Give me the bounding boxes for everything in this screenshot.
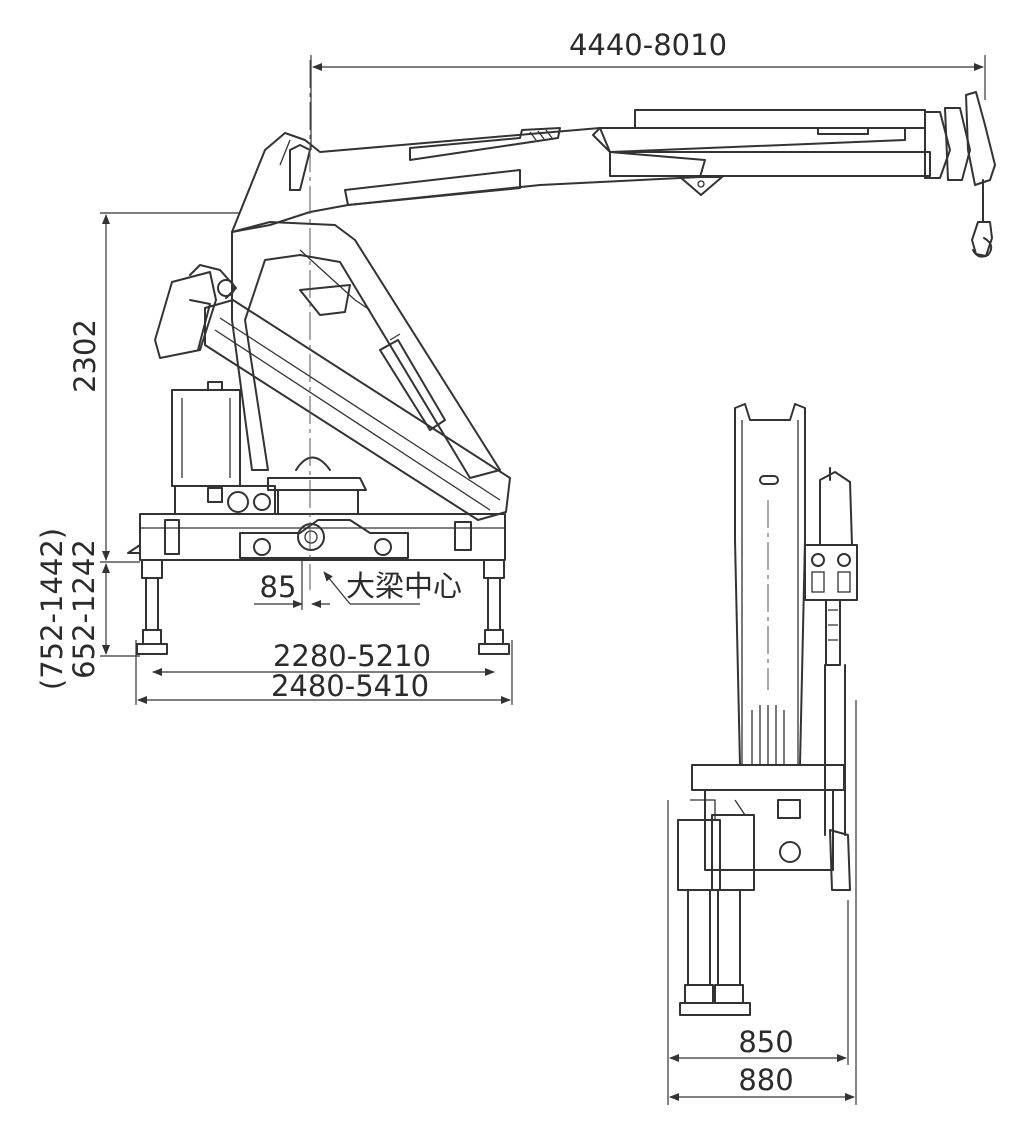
slewing-column: [231, 221, 501, 515]
width-inner-label: 850: [738, 1025, 793, 1059]
side-view: [127, 60, 996, 655]
offset-dimension-label: 85: [260, 570, 297, 604]
side-view-dimensions: 4440-8010 2302 (752-1442) 652-1242 85 大梁…: [35, 28, 986, 705]
front-view: [677, 403, 858, 1016]
width-outer-label: 880: [738, 1063, 793, 1097]
front-column: [734, 403, 806, 766]
front-outrigger-legs: [679, 889, 751, 1016]
beam-center-label: 大梁中心: [346, 569, 462, 603]
front-view-dimensions: 850 880: [667, 700, 857, 1105]
height-range-upper-label: (752-1442): [35, 528, 69, 690]
hydraulic-tank: [171, 381, 276, 515]
inclined-beam: [154, 264, 511, 521]
reach-dimension-label: 4440-8010: [569, 28, 727, 62]
boom-extension: [609, 91, 996, 258]
front-base: [677, 764, 851, 891]
height-dimension-label: 2302: [68, 319, 102, 393]
span-outer-label: 2480-5410: [271, 669, 429, 703]
height-range-lower-label: 652-1242: [67, 539, 101, 679]
control-valve: [804, 467, 858, 836]
base-frame: [127, 513, 506, 561]
span-inner-label: 2280-5210: [273, 639, 431, 673]
main-boom: [231, 127, 906, 233]
outrigger-legs: [136, 559, 510, 655]
